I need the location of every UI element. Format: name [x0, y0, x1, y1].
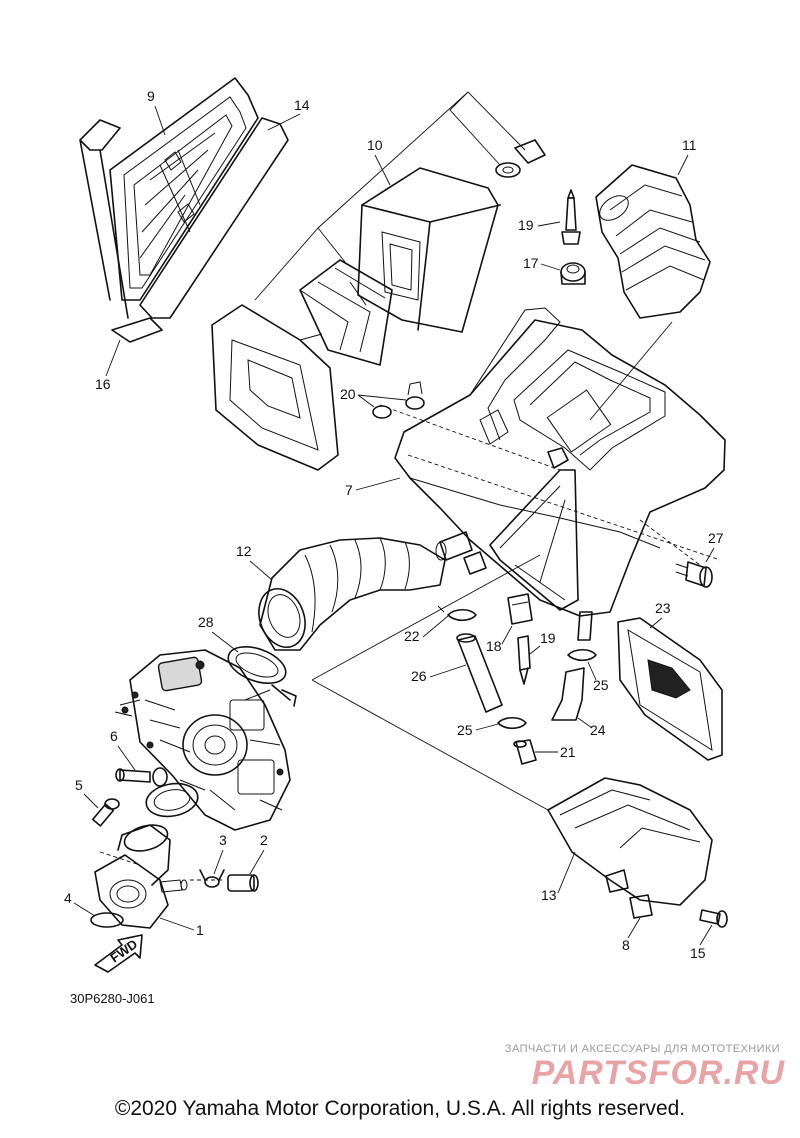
callout-labels: 9 14 10 11 19 17 20 7 27 12 28 22 18 19 … — [64, 88, 724, 961]
callout-19b: 19 — [540, 630, 556, 646]
callout-19a: 19 — [518, 217, 534, 233]
callout-27: 27 — [708, 530, 724, 546]
clamp-part — [227, 645, 297, 707]
intake-duct-part — [595, 164, 711, 319]
drain-funnel-part — [551, 667, 585, 721]
air-box-cover-part — [79, 77, 259, 343]
screw-15-part — [699, 909, 728, 928]
grommet-collar-part — [372, 381, 425, 419]
callout-26: 26 — [411, 668, 427, 684]
callout-6: 6 — [110, 728, 118, 744]
callout-12: 12 — [236, 543, 252, 559]
pin-lower-part — [517, 635, 531, 685]
cap-part — [227, 874, 259, 892]
callout-7: 7 — [345, 482, 353, 498]
callout-15: 15 — [690, 945, 706, 961]
callout-13: 13 — [541, 887, 557, 903]
drain-hose-part — [456, 633, 503, 713]
callout-17: 17 — [523, 255, 539, 271]
plug-part — [513, 739, 537, 765]
callout-8: 8 — [622, 937, 630, 953]
callout-1: 1 — [196, 922, 204, 938]
callout-28: 28 — [198, 614, 214, 630]
callout-24: 24 — [590, 722, 606, 738]
callout-18: 18 — [486, 638, 502, 654]
air-box-body-part — [394, 307, 726, 641]
copyright-notice: ©2020 Yamaha Motor Corporation, U.S.A. A… — [114, 1097, 686, 1120]
intake-joint-part — [258, 537, 446, 651]
pin-part — [561, 189, 581, 245]
bolt-part — [675, 561, 713, 588]
callout-16: 16 — [95, 376, 111, 392]
callout-2: 2 — [260, 832, 268, 848]
callout-21: 21 — [560, 744, 576, 760]
watermark-logo: PARTSFOR.RU — [531, 1054, 785, 1092]
side-cover-panel-part — [617, 617, 723, 761]
spring-clip-part — [437, 605, 477, 622]
hose-clip-part — [199, 869, 225, 888]
carburetor-assembly — [114, 649, 291, 831]
diagram-ref-code: 30P6280-J061 — [70, 991, 155, 1006]
washer-clip-part — [495, 139, 546, 178]
air-filter-element-part — [299, 167, 501, 366]
callout-11: 11 — [682, 137, 697, 153]
grommet-part — [560, 262, 586, 285]
callout-9: 9 — [147, 88, 155, 104]
watermark-tagline: ЗАПЧАСТИ И АКСЕССУАРЫ ДЛЯ МОТОТЕХНИКИ — [504, 1043, 780, 1055]
gasket-part — [139, 117, 289, 319]
cover-box-part — [547, 777, 713, 919]
callout-4: 4 — [64, 890, 72, 906]
callout-25a: 25 — [593, 677, 609, 693]
carb-clamp-part — [115, 767, 199, 818]
callout-3: 3 — [219, 832, 227, 848]
fwd-arrow-icon: FWD — [94, 934, 143, 973]
callout-25b: 25 — [457, 722, 473, 738]
filter-frame-part — [211, 304, 339, 471]
o-ring-part — [90, 912, 124, 928]
clip-25-part — [497, 648, 597, 730]
callout-10: 10 — [367, 137, 383, 153]
callout-20: 20 — [340, 386, 356, 402]
screw-part — [91, 798, 120, 827]
callout-22: 22 — [404, 628, 420, 644]
callout-14: 14 — [294, 97, 310, 113]
bracket-small-part — [507, 593, 533, 625]
manifold-joint-part — [94, 824, 188, 929]
callout-5: 5 — [75, 777, 83, 793]
callout-23: 23 — [655, 600, 671, 616]
